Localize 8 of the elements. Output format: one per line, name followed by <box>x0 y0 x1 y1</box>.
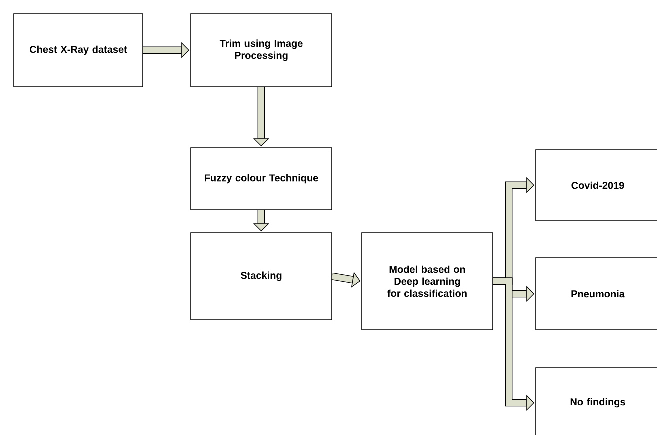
process-box: Model based on Deep learning for classification <box>362 232 494 330</box>
process-box: No findings <box>536 368 657 435</box>
process-box: Fuzzy colour Technique <box>190 148 332 210</box>
process-box: Trim using Image Processing <box>190 14 332 88</box>
process-box: Covid-2019 <box>536 150 657 222</box>
process-box: Pneumonia <box>536 258 657 330</box>
process-box: Chest X-Ray dataset <box>14 14 144 88</box>
process-box: Stacking <box>190 232 332 320</box>
